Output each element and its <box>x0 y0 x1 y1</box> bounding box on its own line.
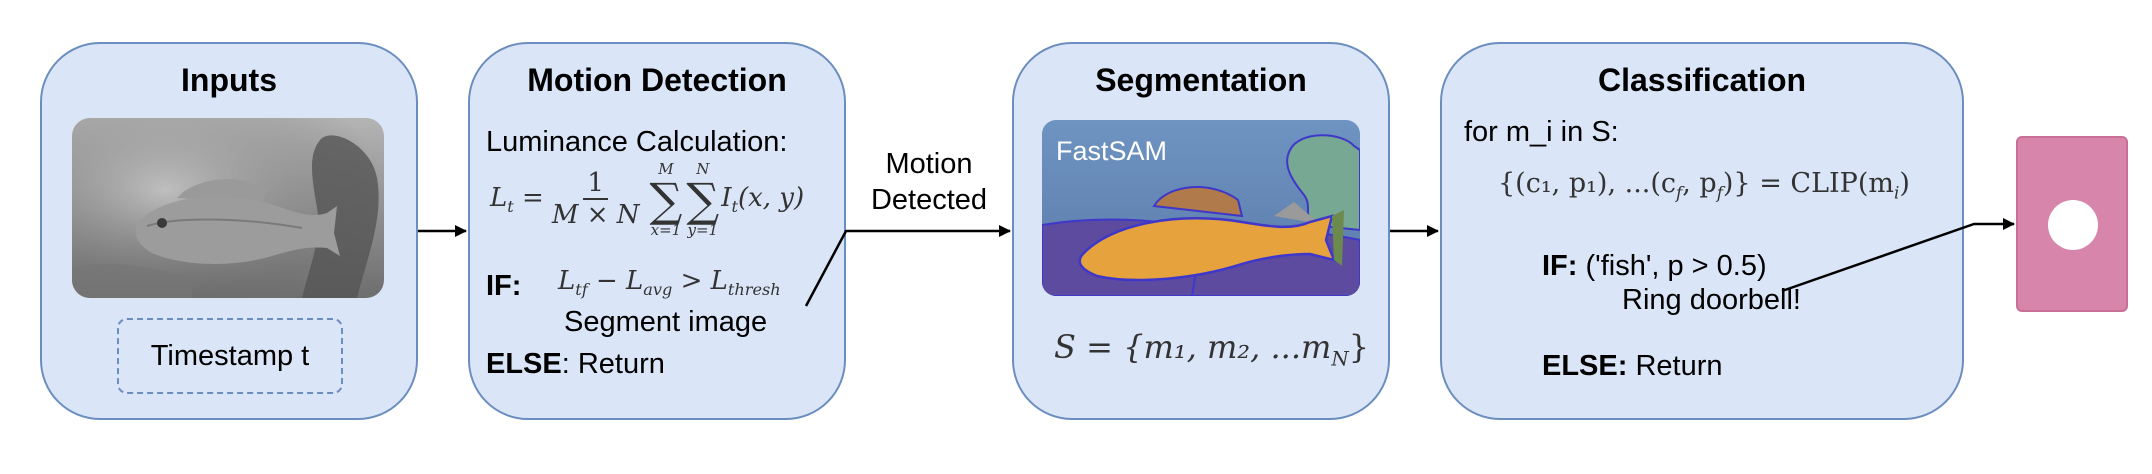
luminance-label: Luminance Calculation: <box>486 126 788 158</box>
timestamp-box: Timestamp t <box>117 318 343 394</box>
doorbell-button-icon <box>2048 200 2098 250</box>
sum-x: M ∑ x=1 <box>649 160 683 239</box>
sum-x-bottom: x=1 <box>650 221 682 239</box>
classify-if-line: IF: ('fish', p > 0.5) <box>1542 250 1767 283</box>
inputs-panel: Inputs <box>40 42 418 420</box>
sum-x-top: M <box>658 160 674 178</box>
arrow-motion-to-segmentation <box>804 225 1011 307</box>
clip-sub2: f <box>1716 182 1723 203</box>
eq-term: I <box>721 183 732 214</box>
set-lhs: S <box>1054 328 1076 366</box>
eq-term-args: (x, y) <box>737 183 805 214</box>
motion-else-text: : Return <box>561 348 665 380</box>
fastsam-label: FastSAM <box>1056 136 1168 166</box>
cond-a-sub: tf <box>575 280 588 300</box>
clip-equation: {(c₁, p₁), ...(cf, pf)} = CLIP(mi) <box>1498 168 1910 202</box>
fish-photo-icon <box>72 118 384 298</box>
clip-rhs-sub: i <box>1893 182 1900 203</box>
eq-lhs-sub: t <box>507 197 514 217</box>
clip-close: )} <box>1722 168 1751 199</box>
motion-detected-label: Motion Detected <box>846 146 1012 218</box>
motion-detection-title: Motion Detection <box>527 62 787 98</box>
frac-den: M × N <box>551 199 640 230</box>
segmentation-panel: Segmentation FastSAM <box>1012 42 1390 420</box>
set-rhs: {m₁, m₂, ...m <box>1123 328 1332 366</box>
classify-if-text: ('fish', p > 0.5) <box>1577 250 1767 282</box>
segment-set-equation: S = {m₁, m₂, ...mN} <box>1054 328 1370 371</box>
cond-b: L <box>626 266 644 296</box>
classify-else-line: ELSE: Return <box>1542 350 1723 383</box>
clip-lhs: {(c₁, p₁), ...(c <box>1498 168 1677 199</box>
luminance-equation: Lt = 1 M × N M ∑ x=1 N ∑ y=1 It(x, y) <box>490 160 805 239</box>
timestamp-label: Timestamp t <box>150 339 310 372</box>
classification-panel: Classification for m_i in S: {(c₁, p₁), … <box>1440 42 1964 420</box>
motion-else-label: ELSE <box>486 348 562 380</box>
motion-else-line: ELSE: Return <box>486 348 665 381</box>
loop-text: for m_i in S: <box>1464 116 1619 148</box>
eq-lhs: L <box>490 183 508 214</box>
motion-detection-panel: Motion Detection Luminance Calculation: … <box>468 42 846 420</box>
set-rhs-sub: N <box>1331 347 1349 371</box>
clip-rhs: = CLIP(m <box>1759 168 1894 199</box>
cond-b-sub: avg <box>643 280 673 300</box>
clip-sub1: f <box>1676 182 1683 203</box>
motion-detected-line2: Detected <box>870 184 988 216</box>
clip-rhs-close: ) <box>1899 168 1910 199</box>
motion-detected-line1: Motion <box>885 148 973 180</box>
ring-doorbell-text: Ring doorbell! <box>1622 284 1801 316</box>
doorbell-icon <box>2016 136 2128 312</box>
classify-else-label: ELSE: <box>1542 350 1628 382</box>
inputs-title: Inputs <box>181 62 277 98</box>
segmentation-title: Segmentation <box>1095 62 1307 98</box>
frac-num: 1 <box>583 169 608 200</box>
sum-y-top: N <box>696 160 710 178</box>
sum-y: N ∑ y=1 <box>686 160 720 239</box>
classification-title: Classification <box>1597 62 1807 98</box>
cond-a: L <box>558 266 576 296</box>
cond-c: L <box>710 266 728 296</box>
arrow-classification-to-doorbell <box>1781 218 2015 293</box>
classify-else-text: Return <box>1627 350 1723 382</box>
sum-y-bottom: y=1 <box>687 221 719 239</box>
set-close: } <box>1348 328 1370 366</box>
eq-term-sub: t <box>731 197 738 217</box>
segmented-fish-icon: FastSAM <box>1042 120 1360 296</box>
segment-image-text: Segment image <box>564 306 768 338</box>
threshold-condition: Ltf − Lavg > Lthresh <box>558 266 781 300</box>
cond-c-sub: thresh <box>727 280 781 300</box>
classify-if-label: IF: <box>1542 250 1578 282</box>
clip-mid: , p <box>1682 168 1717 199</box>
motion-if-label: IF: <box>486 270 522 302</box>
eq-fraction: 1 M × N <box>548 169 644 231</box>
